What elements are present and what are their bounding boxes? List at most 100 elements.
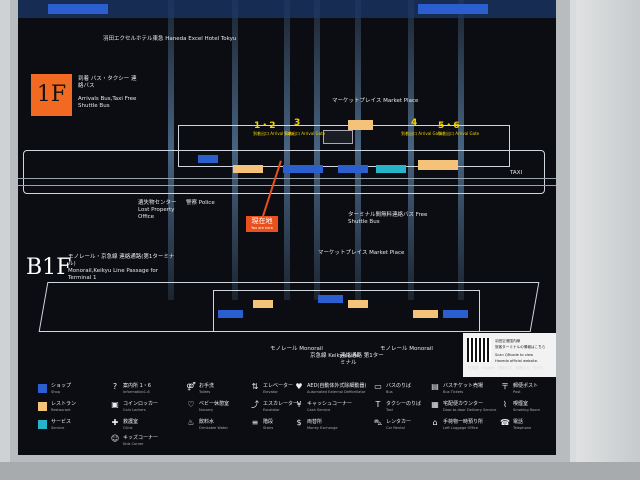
stairs-icon: ≡ <box>251 418 259 427</box>
wall <box>576 0 640 480</box>
nursery-icon: ♡ <box>187 400 195 409</box>
monorail-left-label: モノレール Monorail <box>270 346 323 352</box>
restaurant-block <box>233 165 263 173</box>
qr-panel[interactable]: 羽田空港国内線 旅客ターミナルの情報はこちら Scan QRcode to vi… <box>463 333 556 377</box>
qr-languages: 日本語 English 簡体中文 繁體中文 한국어 <box>468 366 543 370</box>
legend-aed: AED(自動体外式除細動器)Automated External Defibri… <box>307 383 367 394</box>
gate-1-2-sub: 到着出口 Arrival Gate <box>253 131 295 136</box>
shop-block <box>418 4 488 14</box>
locker-icon: ▣ <box>111 400 119 409</box>
shop-block <box>318 295 343 303</box>
floor-badge-1f: 1F <box>31 74 72 116</box>
gate-5-6-label: 5・6 <box>438 121 460 131</box>
restaurant-block <box>348 120 373 130</box>
floor-1f-outline <box>23 150 545 194</box>
shop-block <box>283 165 323 173</box>
terminal1-passage-label: 連絡通路 第1ターミナル <box>340 353 384 366</box>
legend-restaurant-swatch <box>38 402 47 411</box>
taxi-label: TAXI <box>510 170 523 176</box>
qr-jp-line1: 羽田空港国内線 <box>495 339 521 343</box>
floor-b1f-jp: モノレール・京急線 連絡通路(第1ターミナル) <box>68 254 175 267</box>
bus-ticket-icon: ▤ <box>431 382 439 391</box>
gate-5-6-sub: 到着出口 Arrival Gate <box>438 131 480 136</box>
floor-badge-b1f: B1F <box>26 255 72 280</box>
lost-property-label: 遺失物センター Lost Property Office <box>138 200 177 220</box>
floor-ground <box>0 462 640 480</box>
telephone-icon: ☎ <box>500 418 510 427</box>
shuttle-bus-label: ターミナル間無料連絡バス Free Shuttle Bus <box>348 212 428 225</box>
b1-concourse-outline <box>213 290 480 332</box>
restaurant-block <box>348 300 368 308</box>
shop-block <box>443 310 468 318</box>
hotel-label: 羽田エクセルホテル東急 Haneda Excel Hotel Tokyu <box>103 36 237 42</box>
toilet-icon: ⚤ <box>186 382 196 391</box>
shop-block <box>48 4 108 14</box>
cash-icon: ¥ <box>296 400 302 409</box>
post-icon: 〒 <box>501 382 509 391</box>
clinic-icon: ✚ <box>111 418 119 427</box>
gate-3-label: 3 <box>294 118 301 128</box>
elevator-icon: ⇅ <box>251 382 259 391</box>
shop-block <box>218 310 243 318</box>
restaurant-block <box>413 310 438 318</box>
marketplace-b1-label: マーケットプレイス Market Place <box>318 250 405 256</box>
you-are-here-en: You are here <box>251 226 273 230</box>
restaurant-block <box>253 300 273 308</box>
gate-4-label: 4 <box>411 118 418 128</box>
legend-shop-swatch <box>38 384 47 393</box>
taxi-icon: T <box>375 400 381 409</box>
you-are-here-marker: 現在地 You are here <box>246 216 278 232</box>
escalator-icon: ⤴ <box>251 400 259 409</box>
aed-icon: ♥ <box>295 382 303 391</box>
gate-4-sub: 到着出口 Arrival Gate <box>401 131 443 136</box>
gate-1-2-label: 1・2 <box>254 121 276 131</box>
service-block <box>376 165 406 173</box>
floor-1f-jp: 到着 バス・タクシー 連絡バス <box>78 76 137 89</box>
qr-en-line2: Haneda official website. <box>495 359 539 363</box>
smoking-icon: ⌇ <box>503 400 507 409</box>
delivery-icon: ▦ <box>431 400 439 409</box>
information-icon: ? <box>112 382 118 391</box>
gate-3-sub: 到着出口 Arrival Gate <box>284 131 326 136</box>
marketplace-1f-label: マーケットプレイス Market Place <box>332 98 419 104</box>
marketplace-block <box>323 130 353 144</box>
keikyu-label: 京急線 Keikyu Line <box>310 353 360 359</box>
shop-block <box>198 155 218 163</box>
restaurant-block <box>418 160 458 170</box>
luggage-icon: ⌂ <box>432 418 438 427</box>
qr-code-icon[interactable] <box>467 338 491 362</box>
qr-en-line1: Scan QRcode to view <box>495 353 534 357</box>
you-are-here-jp: 現在地 <box>251 217 273 225</box>
roadway <box>18 178 556 186</box>
exchange-icon: $ <box>296 418 302 427</box>
car-rental-icon: ⛍ <box>373 418 383 427</box>
water-icon: ♨ <box>187 418 195 427</box>
shop-block <box>338 165 368 173</box>
kids-icon: ☺ <box>110 434 120 443</box>
qr-jp-line2: 旅客ターミナルの情報はこちら <box>495 345 546 349</box>
map-board: 羽田エクセルホテル東急 Haneda Excel Hotel Tokyu 1F … <box>18 0 556 455</box>
